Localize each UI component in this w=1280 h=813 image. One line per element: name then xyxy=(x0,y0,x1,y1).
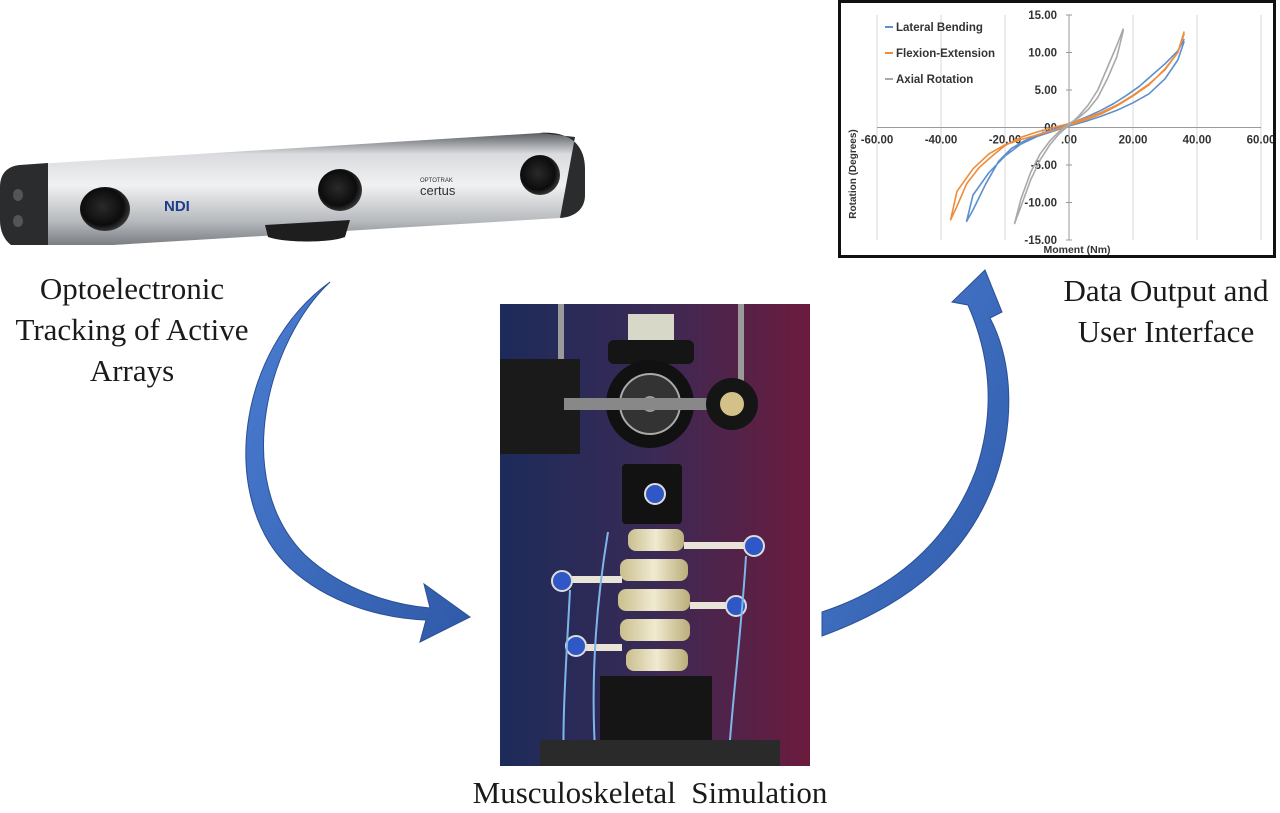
y-tick-label: -5.00 xyxy=(1031,160,1057,172)
spine-simulator-photo xyxy=(500,304,810,766)
camera-endcap-left xyxy=(0,163,48,245)
y-tick-label: 5.00 xyxy=(1035,85,1057,97)
support-rod xyxy=(738,304,744,394)
x-tick-label: 60.00 xyxy=(1247,135,1273,147)
label-data-output: Data Output and User Interface xyxy=(1050,270,1280,352)
endcap-bolt xyxy=(13,215,23,227)
camera-lens-center xyxy=(318,169,362,211)
arrow-simulation-to-output xyxy=(821,269,1010,637)
x-tick-label: -40.00 xyxy=(925,135,958,147)
legend-label: Lateral Bending xyxy=(896,22,983,34)
series-line-flexion-extension xyxy=(949,31,1185,221)
active-marker-array xyxy=(565,635,587,657)
x-axis-label: Moment (Nm) xyxy=(1043,244,1110,255)
x-tick-label: 20.00 xyxy=(1119,135,1148,147)
marker-cable xyxy=(592,531,609,766)
endcap-bolt xyxy=(13,189,23,201)
label-optoelectronic-tracking: Optoelectronic Tracking of Active Arrays xyxy=(0,268,264,391)
y-tick-label: 10.00 xyxy=(1028,48,1057,60)
vertebra xyxy=(620,619,690,641)
legend-label: Flexion-Extension xyxy=(896,48,995,60)
x-tick-label: 40.00 xyxy=(1183,135,1212,147)
model-subtitle: OPTOTRAK xyxy=(420,178,453,184)
label-musculoskeletal-simulation: Musculoskeletal Simulation xyxy=(472,775,828,810)
vertebra xyxy=(618,589,690,611)
active-marker-array xyxy=(644,483,666,505)
chart-series xyxy=(949,28,1185,225)
legend-label: Axial Rotation xyxy=(896,74,973,86)
label-line: User Interface xyxy=(1077,314,1255,349)
actuator-collar xyxy=(608,340,694,364)
series-line-lateral-bending xyxy=(965,38,1185,223)
side-wheel-hub xyxy=(720,392,744,416)
x-tick-label: -20.00 xyxy=(989,135,1022,147)
label-line: Data Output and xyxy=(1063,273,1269,308)
marker-arm xyxy=(560,576,622,583)
active-marker-array xyxy=(551,570,573,592)
base-fixture xyxy=(600,676,712,740)
camera-body xyxy=(0,132,585,245)
y-tick-label: -10.00 xyxy=(1024,198,1057,210)
brand-logo-text: NDI xyxy=(164,198,190,215)
vertebra xyxy=(626,649,688,671)
marker-arm xyxy=(690,602,740,609)
y-tick-label: -15.00 xyxy=(1024,235,1057,247)
optotrak-camera: NDI OPTOTRAK certus xyxy=(0,132,585,245)
camera-endcap-right xyxy=(540,132,585,218)
marker-arm xyxy=(684,542,754,549)
active-marker-array xyxy=(743,535,765,557)
camera-mount xyxy=(265,220,350,242)
y-tick-label: 15.00 xyxy=(1028,10,1057,22)
camera-lens-right xyxy=(520,155,560,195)
label-line: Optoelectronic xyxy=(39,271,225,306)
arrow-tracking-to-simulation xyxy=(245,281,471,643)
x-tick-label: -60.00 xyxy=(861,135,894,147)
support-rod xyxy=(558,304,564,364)
label-line: Arrays xyxy=(89,353,175,388)
camera-lens-left xyxy=(80,187,130,231)
base-plate xyxy=(540,740,780,766)
model-name: certus xyxy=(420,183,456,198)
cross-rod xyxy=(564,398,736,410)
actuator-top xyxy=(628,314,674,344)
y-axis-label: Rotation (Degrees) xyxy=(848,129,859,218)
series-line-axial-rotation xyxy=(1013,28,1125,225)
label-line: Tracking of Active xyxy=(15,312,249,347)
vertebra xyxy=(628,529,684,551)
vertebra xyxy=(620,559,688,581)
